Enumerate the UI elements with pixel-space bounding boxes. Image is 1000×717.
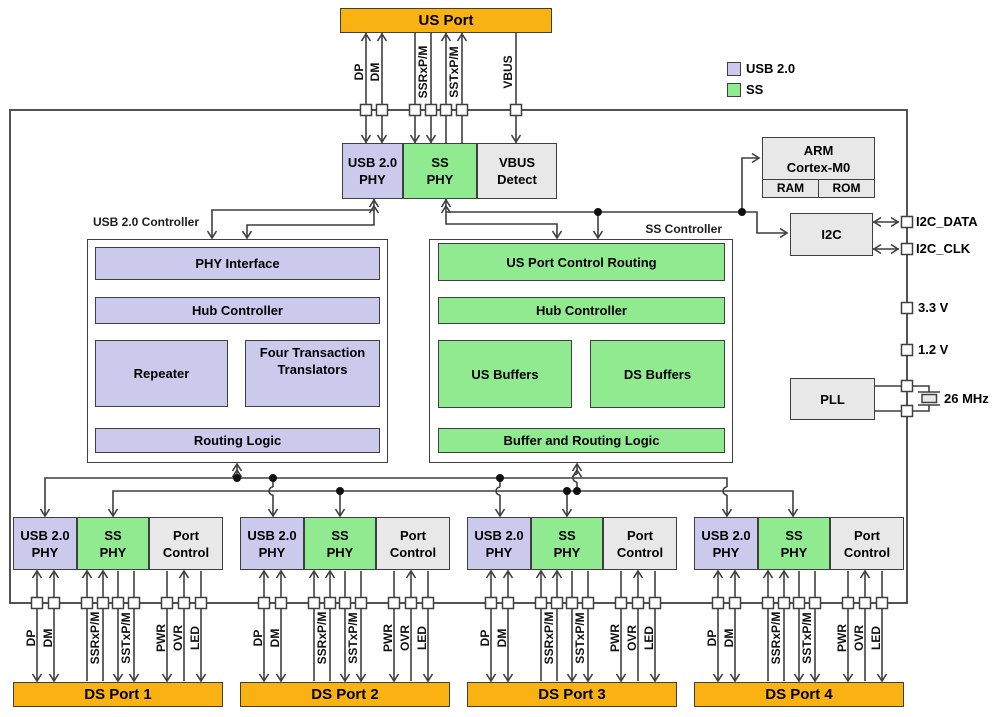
port-control-box: Port Control bbox=[149, 517, 223, 570]
port-ss-phy-box: SS PHY bbox=[304, 517, 376, 570]
ram-rom-row: RAM ROM bbox=[763, 179, 874, 197]
port-ss-phy-box: SS PHY bbox=[77, 517, 149, 570]
pin-label-26mhz: 26 MHz bbox=[944, 391, 989, 406]
signal-label-dp: DP bbox=[478, 629, 492, 647]
signal-label-sstx: SSTxP/M bbox=[800, 612, 814, 664]
ds-port-box: DS Port 2 bbox=[240, 682, 450, 707]
signal-label-ssrx: SSRxP/M bbox=[416, 45, 430, 99]
signal-label-pwr: PWR bbox=[608, 624, 622, 652]
routing-logic-box: Routing Logic bbox=[95, 428, 380, 453]
signal-label-led: LED bbox=[869, 626, 883, 650]
signal-label-dm: DM bbox=[268, 628, 282, 648]
port-control-box: Port Control bbox=[830, 517, 904, 570]
ds-port-box: DS Port 4 bbox=[694, 682, 904, 707]
rom-box: ROM bbox=[832, 181, 861, 195]
ds-port-box: DS Port 1 bbox=[13, 682, 223, 707]
port-usb2-phy-box: USB 2.0 PHY bbox=[467, 517, 531, 570]
signal-label-dp: DP bbox=[352, 63, 366, 81]
repeater-box: Repeater bbox=[95, 340, 228, 407]
signal-label-dm: DM bbox=[41, 628, 55, 648]
signal-label-led: LED bbox=[415, 626, 429, 650]
signal-label-sstx: SSTxP/M bbox=[573, 612, 587, 664]
signal-label-ssrx: SSRxP/M bbox=[315, 611, 329, 665]
port-control-box: Port Control bbox=[603, 517, 677, 570]
legend-usb2-swatch bbox=[727, 62, 741, 76]
pin-label-3v3: 3.3 V bbox=[918, 300, 949, 315]
signal-label-dm: DM bbox=[722, 628, 736, 648]
upstream-ss-phy-box: SS PHY bbox=[403, 143, 477, 199]
signal-label-dp: DP bbox=[251, 629, 265, 647]
signal-label-led: LED bbox=[642, 626, 656, 650]
signal-label-vbus: VBUS bbox=[501, 55, 515, 89]
us-port-box: US Port bbox=[340, 8, 552, 33]
pin-label-i2c-clk: I2C_CLK bbox=[916, 241, 971, 256]
legend-ss-swatch bbox=[727, 83, 741, 97]
upstream-usb2-phy-box: USB 2.0 PHY bbox=[342, 143, 403, 199]
port-usb2-phy-box: USB 2.0 PHY bbox=[694, 517, 758, 570]
signal-label-sstx: SSTxP/M bbox=[447, 46, 461, 98]
transaction-translators-box: Four Transaction Translators bbox=[245, 340, 380, 407]
legend-ss-label: SS bbox=[746, 82, 764, 97]
ds-port-box: DS Port 3 bbox=[467, 682, 677, 707]
ds-port-column: USB 2.0 PHY SS PHY Port Control DP DM SS… bbox=[694, 517, 905, 707]
signal-label-ovr: OVR bbox=[625, 625, 639, 652]
ram-box: RAM bbox=[763, 180, 819, 197]
ds-port-column: USB 2.0 PHY SS PHY Port Control DP DM SS… bbox=[13, 517, 224, 707]
signal-label-ovr: OVR bbox=[171, 625, 185, 652]
ds-buffers-box: DS Buffers bbox=[590, 340, 725, 408]
arm-cortex-m0-box: ARM Cortex-M0 RAM ROM bbox=[762, 137, 875, 198]
signal-label-dm: DM bbox=[368, 62, 382, 82]
usb2-hub-controller-box: Hub Controller bbox=[95, 297, 380, 324]
legend-usb2-label: USB 2.0 bbox=[746, 61, 796, 76]
pin-label-i2c-data: I2C_DATA bbox=[916, 214, 978, 229]
ds-port-column: USB 2.0 PHY SS PHY Port Control DP DM SS… bbox=[467, 517, 678, 707]
us-buffers-box: US Buffers bbox=[438, 340, 572, 408]
ds-port-column: USB 2.0 PHY SS PHY Port Control DP DM SS… bbox=[240, 517, 451, 707]
ss-controller-title: SS Controller bbox=[645, 222, 722, 236]
signal-label-dm: DM bbox=[495, 628, 509, 648]
signal-label-ovr: OVR bbox=[852, 625, 866, 652]
signal-label-led: LED bbox=[188, 626, 202, 650]
us-port-control-routing-box: US Port Control Routing bbox=[438, 243, 725, 281]
pll-box: PLL bbox=[790, 378, 875, 420]
vbus-detect-box: VBUS Detect bbox=[477, 143, 557, 199]
pin-label-1v2: 1.2 V bbox=[918, 342, 949, 357]
port-ss-phy-box: SS PHY bbox=[758, 517, 830, 570]
signal-label-pwr: PWR bbox=[835, 624, 849, 652]
port-control-box: Port Control bbox=[376, 517, 450, 570]
signal-label-ssrx: SSRxP/M bbox=[769, 611, 783, 665]
signal-label-sstx: SSTxP/M bbox=[119, 612, 133, 664]
port-usb2-phy-box: USB 2.0 PHY bbox=[240, 517, 304, 570]
signal-label-pwr: PWR bbox=[381, 624, 395, 652]
signal-label-pwr: PWR bbox=[154, 624, 168, 652]
signal-label-ssrx: SSRxP/M bbox=[88, 611, 102, 665]
signal-label-dp: DP bbox=[24, 629, 38, 647]
port-usb2-phy-box: USB 2.0 PHY bbox=[13, 517, 77, 570]
signal-label-ovr: OVR bbox=[398, 625, 412, 652]
signal-label-ssrx: SSRxP/M bbox=[542, 611, 556, 665]
ss-hub-controller-box: Hub Controller bbox=[438, 297, 725, 324]
usb2-controller-title: USB 2.0 Controller bbox=[93, 215, 200, 229]
port-ss-phy-box: SS PHY bbox=[531, 517, 603, 570]
crystal-icon bbox=[921, 393, 938, 404]
signal-label-sstx: SSTxP/M bbox=[346, 612, 360, 664]
buffer-and-routing-logic-box: Buffer and Routing Logic bbox=[438, 428, 725, 453]
arm-title: ARM Cortex-M0 bbox=[786, 142, 851, 175]
phy-interface-box: PHY Interface bbox=[95, 247, 380, 280]
signal-label-dp: DP bbox=[705, 629, 719, 647]
i2c-box: I2C bbox=[790, 213, 873, 256]
